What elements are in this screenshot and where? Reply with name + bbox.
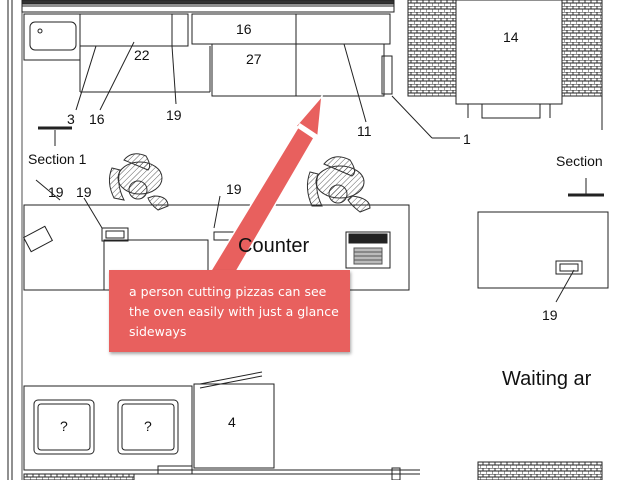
annotation-callout: a person cutting pizzas can see the oven… (109, 270, 350, 352)
sink-cabinet (23, 13, 81, 61)
bottom-bench-right (477, 461, 603, 480)
cabinet-22 (79, 13, 189, 47)
label-16-top: 16 (236, 21, 252, 37)
label-11: 11 (357, 123, 372, 139)
label-16-bottom: 16 (89, 111, 105, 127)
person-figure-right (306, 156, 371, 213)
box-q2 (117, 399, 179, 455)
label-27: 27 (246, 51, 262, 67)
unit-4 (193, 383, 275, 469)
table-14 (455, 0, 563, 105)
label-4: 4 (228, 414, 236, 430)
cash-register (345, 231, 391, 269)
right-counter (477, 211, 609, 289)
label-section-right: Section (556, 153, 603, 169)
label-14: 14 (503, 29, 519, 45)
box-q1 (33, 399, 95, 455)
label-section-1: Section 1 (28, 151, 87, 167)
person-figure-left (108, 153, 169, 211)
annotation-text: a person cutting pizzas can see the oven… (129, 284, 339, 339)
terminal-right (555, 260, 583, 275)
label-19-counter: 19 (226, 181, 242, 197)
booth-left (407, 0, 457, 97)
label-counter: Counter (238, 235, 310, 257)
label-unknown-1: ? (60, 418, 68, 434)
label-19-right: 19 (542, 307, 558, 323)
label-unknown-2: ? (144, 418, 152, 434)
label-19-left: 19 (48, 184, 64, 200)
oven-11 (295, 43, 385, 97)
storage-area (23, 385, 193, 471)
label-19-top: 19 (166, 107, 182, 123)
label-waiting-area: Waiting ar (502, 368, 592, 390)
bottom-bench-left (23, 473, 135, 480)
label-3: 3 (67, 111, 75, 127)
label-1: 1 (463, 131, 471, 147)
terminal-left (22, 225, 54, 253)
booth-right (561, 0, 603, 97)
label-19-mid: 19 (76, 184, 92, 200)
sink (29, 21, 77, 51)
terminal-mid (101, 227, 129, 242)
label-22: 22 (134, 47, 150, 63)
